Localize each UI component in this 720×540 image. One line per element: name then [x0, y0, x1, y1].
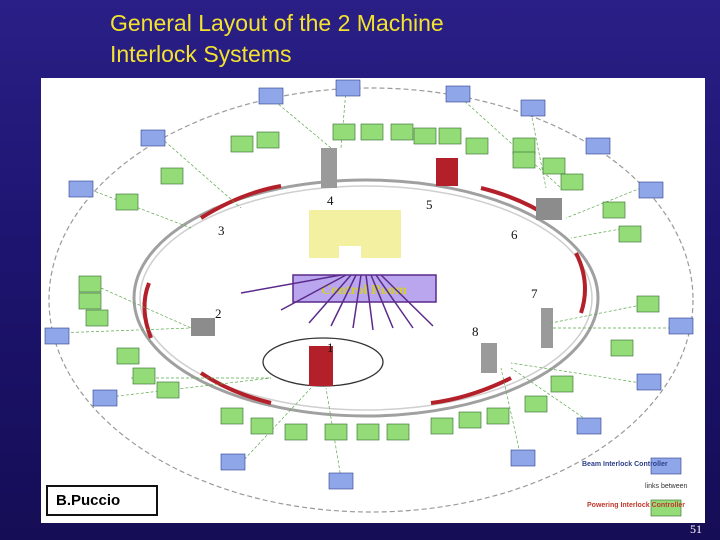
title-line-1: General Layout of the 2 Machine — [110, 10, 444, 36]
point-2-structure — [191, 318, 215, 336]
control-building — [309, 210, 401, 258]
point-number-2: 2 — [215, 306, 222, 321]
point-labels: 1 2 3 4 5 6 7 8 — [215, 193, 538, 355]
magnet-segments — [142, 184, 587, 405]
machine-ring-outer — [132, 178, 600, 418]
point-1-red — [309, 346, 333, 386]
control-room-arrows — [240, 274, 434, 331]
point-number-5: 5 — [426, 197, 433, 212]
point-number-1: 1 — [327, 340, 334, 355]
point-number-6: 6 — [511, 227, 518, 242]
point-4-red — [436, 158, 458, 186]
point-8-structure — [481, 343, 497, 373]
legend-bic-box — [650, 457, 682, 475]
lhc-interlock-diagram: Control Room 1 2 3 4 5 6 7 8 — [41, 78, 705, 523]
point-number-7: 7 — [531, 286, 538, 301]
legend: Beam Interlock Controller links between … — [582, 461, 688, 509]
cibu-boxes — [44, 79, 694, 490]
legend-links-text: links between — [645, 483, 688, 490]
title-line-2: Interlock Systems — [110, 41, 292, 67]
legend-pic-box — [650, 499, 682, 517]
control-room-label: Control Room — [321, 283, 407, 298]
point-7-structure — [541, 308, 553, 348]
outer-ring — [48, 87, 694, 513]
machine-ring-inner — [139, 185, 593, 411]
cipc-boxes — [78, 123, 660, 441]
legend-pic-text: Powering Interlock Controller — [587, 502, 685, 509]
legend-bic-text: Beam Interlock Controller — [582, 461, 668, 468]
author-label: B.Puccio — [46, 485, 158, 516]
point-number-3: 3 — [218, 223, 225, 238]
point-6-structure — [536, 198, 562, 220]
point-number-8: 8 — [472, 324, 479, 339]
diagram-svg: Control Room 1 2 3 4 5 6 7 8 — [44, 79, 694, 517]
page-number: 51 — [690, 522, 702, 536]
point-number-4: 4 — [327, 193, 334, 208]
point-4-structure — [321, 148, 337, 188]
slide-title: General Layout of the 2 Machine Interloc… — [110, 8, 444, 70]
